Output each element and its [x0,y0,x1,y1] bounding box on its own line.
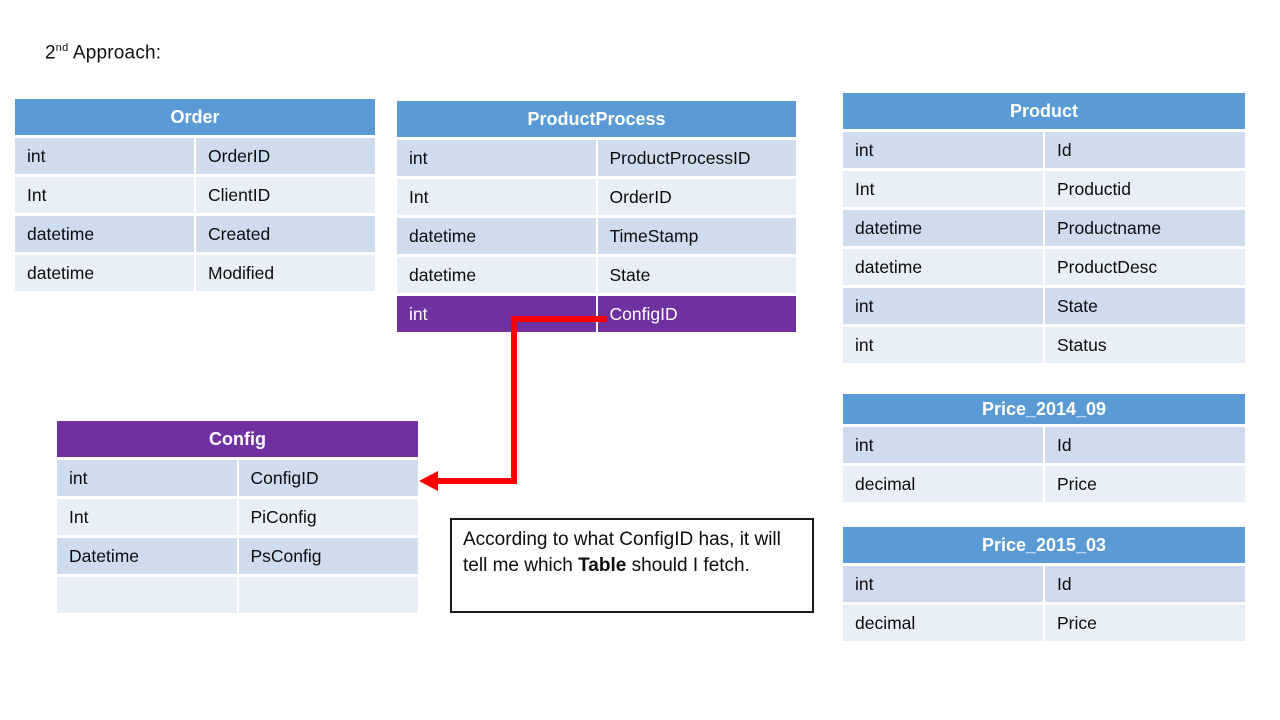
column-type-cell: datetime [397,218,596,254]
column-type-cell: int [843,427,1043,463]
column-type-cell: datetime [843,210,1043,246]
slide-title-text: Approach: [68,42,162,64]
column-name-cell [238,577,418,613]
column-type-cell: int [843,566,1043,602]
column-name-cell: Id [1045,132,1245,168]
table-productprocess-title: ProductProcess [397,101,796,137]
column-type-cell: int [57,460,237,496]
column-name-cell: Status [1045,327,1245,363]
column-type-cell: decimal [843,605,1043,641]
column-type-cell: Int [57,499,237,535]
column-name-cell: ClientID [196,177,375,213]
relation-arrow-line [437,316,607,484]
column-type-cell: decimal [843,466,1043,502]
column-name-cell: Productid [1045,171,1245,207]
column-name-cell: ProductProcessID [597,140,796,176]
column-name-cell: PsConfig [238,538,418,574]
column-name-cell: Price [1045,605,1245,641]
column-name-cell: Id [1045,566,1245,602]
annotation-text: should I fetch. [626,555,750,577]
column-name-cell: PiConfig [238,499,418,535]
table-order-title: Order [15,99,375,135]
slide-title-number: 2 [45,42,56,64]
column-type-cell: int [15,138,194,174]
slide-title: 2nd Approach: [45,42,161,64]
column-name-cell: State [597,257,796,293]
column-name-cell: Productname [1045,210,1245,246]
column-type-cell: int [843,132,1043,168]
column-type-cell: datetime [397,257,596,293]
table-product-title: Product [843,93,1245,129]
column-type-cell: int [843,327,1043,363]
column-type-cell: Datetime [57,538,237,574]
column-name-cell: OrderID [196,138,375,174]
table-row [57,577,418,613]
table-price-2015-03-title: Price_2015_03 [843,527,1245,563]
column-type-cell: int [843,288,1043,324]
annotation-bold-text: Table [578,555,627,577]
column-name-cell: Created [196,216,375,252]
column-name-cell: State [1045,288,1245,324]
column-type-cell: datetime [15,255,194,291]
annotation-note: According to what ConfigID has, it will … [450,518,814,613]
column-type-cell: datetime [15,216,194,252]
column-name-cell: ConfigID [238,460,418,496]
table-config-title: Config [57,421,418,457]
column-type-cell [57,577,237,613]
table-price-2014-09-title: Price_2014_09 [843,394,1245,424]
relation-arrow-head [419,471,438,491]
column-type-cell: int [397,140,596,176]
column-name-cell: Price [1045,466,1245,502]
slide-title-ordinal: nd [55,42,69,54]
column-type-cell: Int [843,171,1043,207]
column-type-cell: datetime [843,249,1043,285]
column-type-cell: Int [15,177,194,213]
column-name-cell: Id [1045,427,1245,463]
column-name-cell: TimeStamp [597,218,796,254]
column-name-cell: OrderID [597,179,796,215]
column-name-cell: ConfigID [597,296,796,332]
column-type-cell: Int [397,179,596,215]
column-name-cell: Modified [196,255,375,291]
column-type-cell: int [397,296,596,332]
column-name-cell: ProductDesc [1045,249,1245,285]
annotation-text: According to what ConfigID has, it will … [463,529,781,577]
